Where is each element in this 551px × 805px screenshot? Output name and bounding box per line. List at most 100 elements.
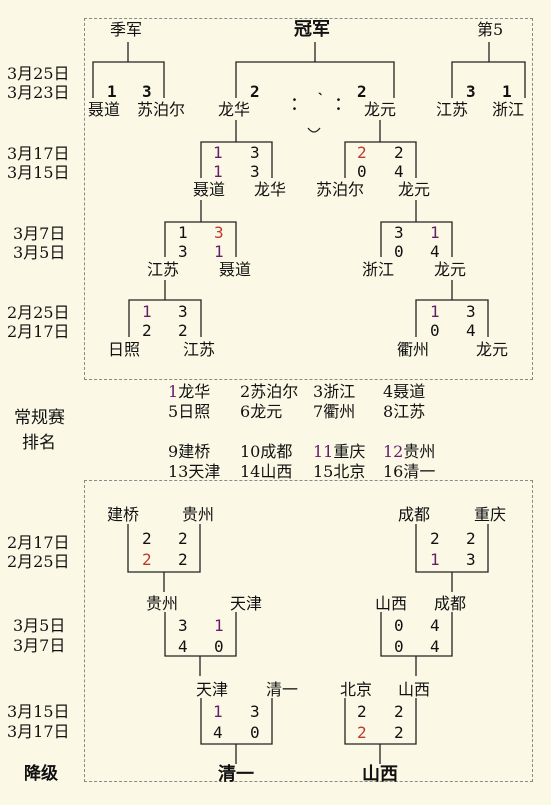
rank-number: 2 — [240, 382, 251, 401]
score: 1 — [430, 302, 440, 321]
rank-team: 龙华 — [178, 382, 211, 401]
score: 4 — [430, 242, 440, 261]
team-name: 成都 — [398, 505, 431, 524]
standings-row: 1龙华 — [168, 384, 210, 400]
score: 4 — [213, 723, 223, 742]
relegated-team: 清一 — [218, 764, 254, 785]
score: 3 — [178, 302, 188, 321]
rank-team: 山西 — [260, 462, 293, 481]
score: 0 — [357, 162, 367, 181]
score: 3 — [250, 162, 260, 181]
score: 1 — [214, 616, 224, 635]
upper-bracket-box — [84, 18, 533, 380]
standings-row: 16清一 — [383, 464, 435, 480]
team-name: 苏泊尔 — [137, 100, 186, 119]
team-name: 江苏 — [436, 100, 469, 119]
score: 1 — [142, 302, 152, 321]
standings-row: 5日照 — [168, 404, 210, 420]
score: 2 — [178, 529, 188, 548]
score: 3 — [214, 223, 224, 242]
team-name: 日照 — [108, 340, 141, 359]
date-r1-b: 2月17日 — [7, 322, 70, 341]
date-lower-r2-b: 3月7日 — [13, 636, 66, 655]
rank-team: 苏泊尔 — [250, 382, 299, 401]
team-name: 龙元 — [364, 100, 397, 119]
team-name: 龙元 — [434, 260, 467, 279]
team-name: 天津 — [230, 594, 263, 613]
team-name: 聂道 — [219, 260, 252, 279]
team-name: 浙江 — [362, 260, 395, 279]
standings-row: 8江苏 — [383, 404, 425, 420]
team-name: 北京 — [340, 680, 373, 699]
standings-row: 10成都 — [240, 444, 292, 460]
smiley-face: ：｀： — [290, 94, 356, 115]
score: 0 — [214, 637, 224, 656]
score: 1 — [502, 82, 512, 101]
team-name: 衢州 — [397, 340, 430, 359]
date-semi-b: 3月15日 — [7, 163, 70, 182]
standings-row: 14山西 — [240, 464, 292, 480]
rank-number: 5 — [168, 402, 179, 421]
third-place-label: 季军 — [110, 20, 143, 39]
score: 4 — [466, 321, 476, 340]
score: 3 — [250, 143, 260, 162]
score: 4 — [178, 637, 188, 656]
rank-team: 日照 — [178, 402, 211, 421]
team-name: 建桥 — [107, 505, 140, 524]
team-name: 江苏 — [183, 340, 216, 359]
score: 3 — [142, 82, 152, 101]
standings-row: 15北京 — [313, 464, 365, 480]
score: 2 — [430, 529, 440, 548]
lower-bracket-box — [84, 480, 533, 782]
score: 2 — [466, 529, 476, 548]
date-final-b: 3月23日 — [7, 83, 70, 102]
date-lower-r2-a: 3月5日 — [13, 616, 66, 635]
team-name: 山西 — [398, 680, 431, 699]
rank-team: 衢州 — [323, 402, 356, 421]
team-name: 清一 — [266, 680, 299, 699]
team-name: 贵州 — [146, 594, 179, 613]
rank-team: 贵州 — [403, 442, 436, 461]
rank-team: 龙元 — [250, 402, 283, 421]
score: 3 — [466, 550, 476, 569]
rank-number: 13 — [168, 462, 189, 481]
team-name: 聂道 — [193, 180, 226, 199]
score: 2 — [394, 702, 404, 721]
score: 1 — [213, 162, 223, 181]
date-qf-a: 3月7日 — [13, 224, 66, 243]
team-name: 重庆 — [474, 505, 507, 524]
score: 1 — [213, 143, 223, 162]
score: 0 — [394, 637, 404, 656]
date-r1-a: 2月25日 — [7, 303, 70, 322]
score: 4 — [394, 162, 404, 181]
score: 4 — [430, 637, 440, 656]
standings-row: 7衢州 — [313, 404, 355, 420]
score: 3 — [466, 82, 476, 101]
score: 2 — [357, 82, 367, 101]
score: 2 — [394, 723, 404, 742]
score: 0 — [430, 321, 440, 340]
rank-team: 天津 — [188, 462, 221, 481]
rank-number: 4 — [383, 382, 394, 401]
rank-number: 8 — [383, 402, 394, 421]
team-name: 苏泊尔 — [316, 180, 365, 199]
score: 0 — [394, 616, 404, 635]
score: 2 — [142, 321, 152, 340]
score: 2 — [178, 321, 188, 340]
rank-number: 10 — [240, 442, 261, 461]
relegation-label: 降级 — [24, 764, 58, 784]
score: 1 — [107, 82, 117, 101]
score: 1 — [213, 702, 223, 721]
rank-team: 北京 — [333, 462, 366, 481]
score: 1 — [430, 550, 440, 569]
team-name: 天津 — [196, 680, 229, 699]
rank-team: 浙江 — [323, 382, 356, 401]
rank-team: 江苏 — [393, 402, 426, 421]
team-name: 龙元 — [398, 180, 431, 199]
score: 2 — [357, 143, 367, 162]
rank-team: 重庆 — [333, 442, 366, 461]
standings-row: 3浙江 — [313, 384, 355, 400]
rank-number: 16 — [383, 462, 404, 481]
team-name: 聂道 — [88, 100, 121, 119]
